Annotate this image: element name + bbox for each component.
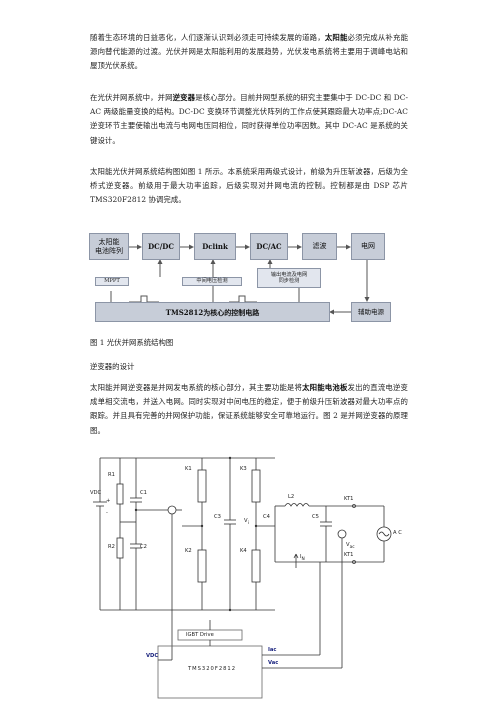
filter-block: 滤波 [302,233,337,260]
schematic-wires [93,456,392,699]
dcac-block: DC/AC [250,233,288,260]
keyword-inverter: 逆变器 [172,93,196,102]
figure-1-caption: 图 1 光伏并网系统结构图 [90,338,174,347]
keyword-solar: 太阳能 [324,33,348,42]
label-igbt-drive: IGBT Drive [186,632,214,638]
paragraph-intro: 随着生态环境的日益恶化，人们逐渐认识到必须走可持续发展的道路，太阳能必须完成从补… [90,33,409,71]
label-c4: C4 [263,514,270,520]
label-k2: K2 [185,548,192,554]
mid-voltage-detect-block: 中间电压检测 [182,277,242,286]
label-vac-signal: Vac [268,660,279,666]
grid-block: 电网 [351,233,385,260]
label-kt1-bottom: KT1 [344,552,354,558]
label-r2: R2 [108,544,115,550]
controller-block: TMS2812为核心的控制电路 [95,302,330,322]
pv-array-block: 太阳能 电池阵列 [89,233,129,260]
label-r1: R1 [108,472,115,478]
figure-2-inverter-schematic: R1 C1 VDC + - R2 C2 K1 K2 K3 K4 C3 C4 C5… [90,450,408,702]
label-vi: Vi [244,518,249,527]
label-in: IN [300,554,305,563]
label-c3: C3 [214,514,221,520]
label-c1: C1 [140,490,147,496]
label-ac: A C [393,530,402,536]
label-k3: K3 [240,466,247,472]
figure-1-block-diagram: 太阳能 电池阵列 DC/DC Dclink DC/AC 滤波 电网 MPPT 中… [89,228,407,330]
label-vac-meter: Vac [346,542,355,551]
output-detect-block: 输出电流及电网 同步检测 [257,268,321,288]
label-k4: K4 [240,548,247,554]
label-k1: K1 [185,466,192,472]
paragraph-inverter-design: 太阳能并网逆变器是并网发电系统的核心部分，其主要功能是将太阳能电池板发出的直流电… [90,383,408,435]
dclink-block: Dclink [194,233,236,260]
label-plus: + [106,498,111,504]
label-dsp-chip: TMS320F2812 [188,666,237,672]
section-title: 逆变器的设计 [90,362,135,371]
label-minus: - [106,510,108,516]
paragraph-inverter-core: 在光伏并网系统中，并网逆变器是核心部分。目前并网型系统的研究主要集中于 DC-D… [90,93,408,145]
label-c2: C2 [140,544,147,550]
label-vdc-signal: VDC [146,653,159,659]
label-vdc: VDC [90,490,102,496]
mppt-block: MPPT [95,277,129,286]
label-c5: C5 [312,514,319,520]
label-l2: L2 [288,494,295,500]
label-iac-signal: Iac [268,647,277,653]
paragraph-system-structure: 太阳能光伏并网系统结构图如图 1 所示。本系统采用两级式设计，前级为升压斩波器，… [90,167,408,205]
dcdc-block: DC/DC [142,233,180,260]
aux-power-block: 辅助电源 [351,302,391,322]
label-kt1-top: KT1 [344,496,354,502]
keyword-solar-panel: 太阳能电池板 [302,383,348,392]
